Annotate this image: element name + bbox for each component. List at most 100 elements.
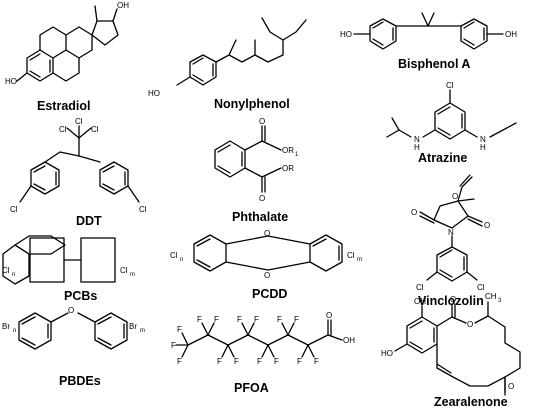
pfoa-fluorine-label: F — [197, 315, 202, 324]
zearalenone-structure: OH HO O O CH 3 O — [381, 292, 521, 396]
compound-name-pcbs: PCBs — [64, 289, 97, 303]
pfoa-fluorine-label: F — [254, 315, 259, 324]
pcdd-chlorine-label: Cl — [170, 251, 178, 260]
pfoa-cf-bond — [201, 322, 209, 336]
pfoa-fluorine-label: F — [297, 357, 302, 366]
pfoa-cf-bond — [307, 344, 315, 358]
compound-name-phthalate: Phthalate — [232, 210, 288, 224]
bisphenol-a-structure: HO OH — [340, 12, 517, 50]
pbdes-bromine-subscript-2: m — [140, 328, 145, 334]
compound-name-nonylphenol: Nonylphenol — [214, 97, 290, 111]
pcdd-oxygen-label-2: O — [264, 271, 270, 280]
zearalenone-hydroxyl-label: OH — [414, 297, 426, 306]
estradiol-hydroxyl-label-2: HO — [5, 77, 17, 86]
pcdd-chlorine-subscript: n — [180, 257, 183, 263]
atrazine-nh-hydrogen-label: H — [414, 143, 420, 152]
phthalate-carbonyl-oxygen-label-2: O — [259, 194, 265, 203]
zearalenone-ketone-oxygen-label: O — [508, 382, 514, 391]
vinclozolin-chlorine-label-2: Cl — [477, 283, 485, 292]
bisphenol-a-hydroxyl-label-2: OH — [505, 30, 517, 39]
pfoa-cf-bond — [301, 344, 309, 358]
pfoa-cf-bond — [241, 322, 249, 336]
pcdd-chlorine-label-2: Cl — [347, 251, 355, 260]
pfoa-fluorine-label: F — [277, 315, 282, 324]
ddt-chlorine-label-3: Cl — [91, 125, 99, 134]
phthalate-structure: O OR 1 O OR — [214, 117, 299, 203]
vinclozolin-carbonyl-oxygen-label-2: O — [484, 221, 490, 230]
pfoa-cf-bond — [267, 344, 275, 358]
compound-name-pcdd: PCDD — [252, 287, 287, 301]
zearalenone-methyl-label: CH — [485, 292, 497, 301]
pcbs-structure: Cl n Cl m — [2, 235, 135, 285]
pfoa-fluorine-label: F — [237, 315, 242, 324]
zearalenone-hydroxyl-label-2: HO — [381, 349, 393, 358]
pfoa-cf-bond — [207, 322, 215, 336]
pfoa-cf-bond — [181, 332, 189, 346]
compound-name-ddt: DDT — [76, 214, 102, 228]
ddt-structure: Cl Cl Cl Cl Cl — [10, 117, 147, 214]
vinclozolin-ring-oxygen-label: O — [452, 192, 458, 201]
pfoa-fluorine-label: F — [217, 357, 222, 366]
pfoa-hydroxyl-label: OH — [343, 336, 355, 345]
atrazine-nitrogen-label: N — [414, 135, 420, 144]
pfoa-carbonyl-oxygen-label: O — [326, 311, 332, 320]
pfoa-fluorine-label: F — [294, 315, 299, 324]
pfoa-fluorine-label: F — [177, 325, 182, 334]
pfoa-fluorine-label: F — [171, 341, 176, 350]
pbdes-bromine-subscript: n — [13, 328, 16, 334]
pcdd-chlorine-subscript-2: m — [357, 257, 362, 263]
pfoa-fluorine-label: F — [274, 357, 279, 366]
pfoa-cf-bond — [227, 344, 235, 358]
compound-name-pbdes: PBDEs — [59, 374, 101, 388]
pfoa-cf-bond — [287, 322, 295, 336]
zearalenone-carbonyl-oxygen-label: O — [450, 295, 456, 304]
pbdes-ether-oxygen-label: O — [68, 306, 74, 315]
nonylphenol-structure: HO — [148, 17, 307, 98]
ddt-chlorine-label-4: Cl — [10, 205, 18, 214]
phthalate-ester-group-label-2: OR — [282, 164, 294, 173]
pfoa-cf-bond — [247, 322, 255, 336]
pfoa-fluorine-label: F — [314, 357, 319, 366]
phthalate-ester-subscript: 1 — [295, 152, 299, 158]
pbdes-structure: O Br n Br m — [2, 306, 145, 350]
zearalenone-methyl-subscript: 3 — [498, 298, 502, 304]
pfoa-fluorine-label: F — [234, 357, 239, 366]
compound-name-bisphenol-a: Bisphenol A — [398, 57, 470, 71]
pcbs-chlorine-subscript-2: m — [130, 272, 135, 278]
compound-name-estradiol: Estradiol — [37, 99, 91, 113]
pfoa-fluorine-label: F — [214, 315, 219, 324]
ddt-chlorine-label: Cl — [59, 125, 67, 134]
ddt-chlorine-label-2: Cl — [75, 117, 83, 126]
pcbs-chlorine-subscript: n — [12, 272, 15, 278]
pfoa-cf-bond — [281, 322, 289, 336]
pfoa-cf-bond — [181, 344, 189, 358]
pcdd-structure: O O Cl n Cl m — [170, 229, 362, 280]
vinclozolin-chlorine-label: Cl — [416, 283, 424, 292]
vinclozolin-carbonyl-oxygen-label: O — [411, 208, 417, 217]
estradiol-hydroxyl-label: OH — [117, 1, 129, 10]
pfoa-fluorine-label: F — [177, 357, 182, 366]
bisphenol-a-hydroxyl-label: HO — [340, 30, 352, 39]
estradiol-structure: OH HO — [5, 1, 129, 86]
compound-name-vinclozolin: Vinclozolin — [418, 294, 484, 308]
compound-name-zearalenone: Zearalenone — [434, 395, 508, 409]
vinclozolin-structure: O O N O Cl Cl — [411, 174, 490, 292]
compound-name-atrazine: Atrazine — [418, 151, 467, 165]
ddt-chlorine-label-5: Cl — [139, 205, 147, 214]
pcbs-chlorine-label: Cl — [2, 266, 10, 275]
atrazine-nh-hydrogen-label-2: H — [480, 143, 486, 152]
atrazine-nitrogen-label-2: N — [480, 135, 486, 144]
pcdd-oxygen-label: O — [264, 229, 270, 238]
pcbs-chlorine-label-2: Cl — [120, 266, 128, 275]
nonylphenol-hydroxyl-label: HO — [148, 89, 160, 98]
pbdes-bromine-label-2: Br — [129, 322, 137, 331]
compound-name-pfoa: PFOA — [234, 381, 269, 395]
atrazine-chlorine-label: Cl — [446, 81, 454, 90]
zearalenone-lactone-oxygen-label: O — [467, 320, 473, 329]
pfoa-cf-bond — [261, 344, 269, 358]
phthalate-ester-group-label: OR — [282, 146, 294, 155]
phthalate-carbonyl-oxygen-label: O — [259, 117, 265, 126]
pfoa-fluorine-label: F — [257, 357, 262, 366]
